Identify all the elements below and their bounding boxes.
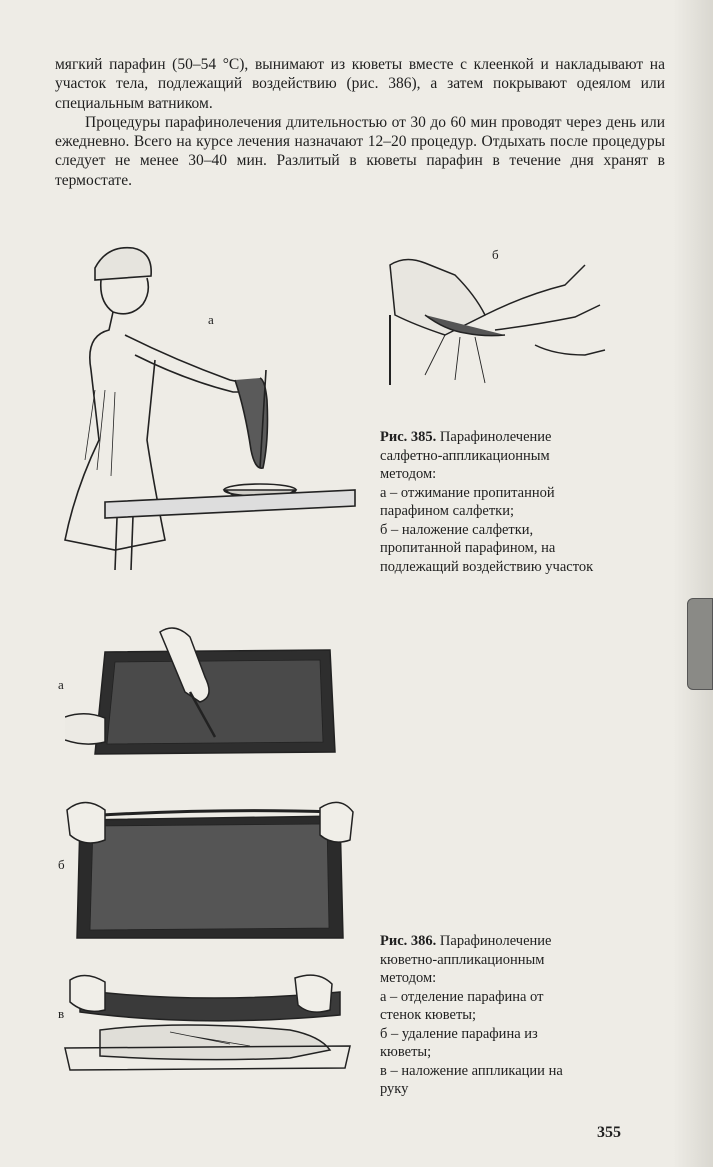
fig386-illustration-v [60, 970, 355, 1075]
paragraph-2: Процедуры парафинолечения длительностью … [55, 113, 665, 189]
fig386-caption-title: Рис. 386. [380, 933, 437, 949]
fig386-caption-line: стенок кюветы; [380, 1007, 477, 1023]
fig386-label-b: б [58, 857, 65, 872]
fig386-caption-line: методом: [380, 970, 437, 986]
paragraph-1: мягкий парафин (50–54 °С), вынимают из к… [55, 56, 665, 112]
fig385-label-a: а [208, 312, 214, 327]
fig385-caption-line: а – отжимание пропитанной [380, 484, 555, 501]
body-text: мягкий парафин (50–54 °С), вынимают из к… [55, 55, 665, 190]
fig385-caption-line: парафином салфетки; [380, 503, 514, 519]
fig385-caption-title: Рис. 385. [380, 429, 437, 445]
fig385-illustration-b [385, 255, 610, 390]
fig386-caption: Рис. 386. Парафинолечение кюветно-апплик… [380, 932, 563, 1099]
fig386-caption-line: кюветы; [380, 1044, 432, 1060]
fig385-label-b: б [492, 247, 499, 262]
fig385-illustration-a [55, 240, 365, 570]
fig386-illustration-a [65, 622, 340, 757]
fig386-caption-line: а – отделение парафина от [380, 988, 544, 1005]
page-edge-shadow [673, 0, 713, 1167]
binder-tab [687, 598, 713, 690]
fig385-caption-line: б – наложение салфетки, [380, 521, 534, 538]
fig386-label-v: в [58, 1006, 65, 1021]
fig385-caption-line: подлежащий воздействию участок [380, 558, 594, 575]
fig386-caption-line: Парафинолечение [439, 933, 552, 949]
fig386-caption-line: кюветно-аппликационным [380, 951, 545, 968]
fig385-caption-line: Парафинолечение [439, 429, 552, 445]
fig386-caption-line: руку [380, 1081, 409, 1097]
fig385-caption-line: салфетно-аппликационным [380, 447, 550, 464]
fig386-caption-line: в – наложение аппликации на [380, 1062, 563, 1079]
page-number: 355 [597, 1124, 621, 1141]
fig386-caption-line: б – удаление парафина из [380, 1025, 538, 1042]
fig386-label-a: а [58, 677, 64, 692]
fig385-caption-line: методом: [380, 466, 437, 482]
fig385-caption: Рис. 385. Парафинолечение салфетно-аппли… [380, 428, 593, 576]
fig386-illustration-b [65, 790, 355, 940]
fig385-caption-line: пропитанной парафином, на [380, 540, 556, 556]
